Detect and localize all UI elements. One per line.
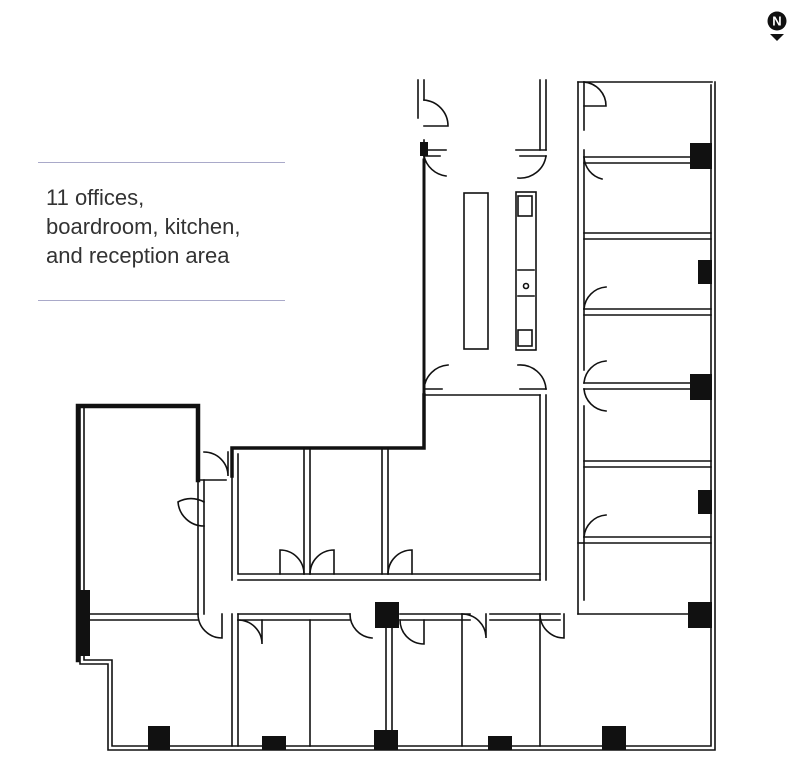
corridor-thick-wall — [230, 393, 426, 478]
structural-columns — [76, 142, 712, 750]
caption-top-rule — [38, 162, 285, 163]
boardroom-table — [463, 192, 489, 350]
caption-line-1: 11 offices, — [46, 185, 145, 210]
caption-bottom-rule — [38, 300, 285, 301]
north-arrow-icon: N — [767, 11, 787, 41]
middle-offices — [237, 447, 541, 581]
caption-line-2: boardroom, kitchen, — [46, 214, 241, 239]
east-offices — [577, 81, 712, 615]
left-suite-thick-wall — [75, 403, 201, 663]
exterior-wall — [79, 81, 716, 751]
caption-line-3: and reception area — [46, 243, 230, 268]
kitchen-counter — [515, 191, 537, 351]
north-wing — [417, 79, 547, 581]
compass-label: N — [772, 14, 781, 29]
floorplan-caption: 11 offices, boardroom, kitchen, and rece… — [46, 183, 286, 270]
reception-area — [177, 451, 233, 615]
